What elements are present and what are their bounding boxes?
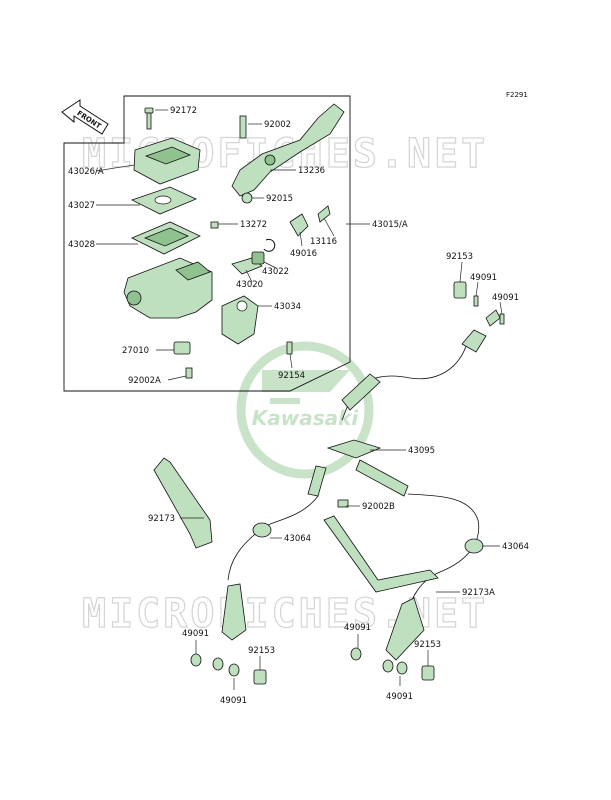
label-43020: 43020	[236, 280, 263, 290]
washer-bl1	[190, 653, 202, 667]
hose-fitting-left	[221, 583, 247, 641]
diagram-code: F2291	[506, 91, 528, 99]
label-92002B: 92002B	[362, 502, 395, 512]
label-92154: 92154	[278, 371, 305, 381]
label-13116: 13116	[310, 237, 337, 247]
label-49091-bl1: 49091	[182, 629, 209, 639]
label-43026A: 43026/A	[68, 167, 104, 177]
banjo-bolt-tr	[453, 281, 467, 299]
front-arrow-icon: FRONT	[61, 99, 109, 135]
bracket-92173A	[323, 515, 439, 593]
leader-lines	[95, 109, 503, 690]
label-92173: 92173	[148, 514, 175, 524]
label-49091-top2: 49091	[492, 293, 519, 303]
hose-fitting-right	[385, 597, 425, 661]
label-49016: 49016	[290, 249, 317, 259]
label-43028: 43028	[68, 240, 95, 250]
washer-br3	[396, 661, 408, 675]
banjo-bolt-bl	[253, 669, 267, 685]
grommet-left	[252, 522, 272, 538]
washer-br1	[350, 647, 362, 661]
screw-92172	[144, 107, 154, 130]
pivot-bolt-92002	[239, 115, 247, 139]
screw-92002B	[337, 499, 349, 508]
assembly-outline	[63, 95, 351, 392]
switch-13272	[210, 221, 219, 229]
label-43064-left: 43064	[284, 534, 311, 544]
adjuster-13116	[317, 205, 331, 223]
hose-union-43095	[307, 373, 409, 497]
label-92172: 92172	[170, 106, 197, 116]
label-92153-bl: 92153	[248, 646, 275, 656]
washer-bl2	[228, 663, 240, 677]
logo-text: Kawasaki	[252, 406, 360, 430]
screw-92002A	[185, 367, 193, 379]
nut-92015	[241, 192, 253, 204]
label-92173A: 92173A	[462, 588, 495, 598]
label-43022: 43022	[262, 267, 289, 277]
label-92153-br: 92153	[414, 640, 441, 650]
label-49091-bl2: 49091	[220, 696, 247, 706]
banjo-bolt-br	[421, 665, 435, 681]
label-92002A: 92002A	[128, 376, 161, 386]
brake-lever	[231, 103, 345, 197]
washer-bl3	[212, 657, 224, 671]
label-49091-top1: 49091	[470, 273, 497, 283]
label-13236: 13236	[298, 166, 325, 176]
washer-tr1	[473, 295, 479, 307]
label-92002: 92002	[264, 120, 291, 130]
label-49091-br2: 49091	[386, 692, 413, 702]
washer-tr2	[499, 313, 505, 325]
washer-br2	[382, 659, 394, 673]
label-43095: 43095	[408, 446, 435, 456]
label-49091-br1: 49091	[344, 623, 371, 633]
label-92015: 92015	[266, 194, 293, 204]
bracket-92173	[153, 457, 213, 549]
watermark-bottom: MICROFICHES.NET	[82, 591, 488, 637]
boot-49016	[289, 213, 309, 237]
piston-assembly	[231, 251, 265, 275]
label-43027: 43027	[68, 201, 95, 211]
holder-43034	[221, 295, 259, 345]
label-92153-top: 92153	[446, 252, 473, 262]
kawasaki-logo: Kawasaki	[236, 341, 374, 479]
circlip	[263, 238, 276, 252]
switch-27010	[173, 341, 191, 355]
label-27010: 27010	[122, 346, 149, 356]
label-43034: 43034	[274, 302, 301, 312]
label-43015A: 43015/A	[372, 220, 408, 230]
grommet-right	[464, 538, 484, 554]
label-43064-right: 43064	[502, 542, 529, 552]
bolt-92154	[286, 341, 293, 355]
label-13272: 13272	[240, 220, 267, 230]
